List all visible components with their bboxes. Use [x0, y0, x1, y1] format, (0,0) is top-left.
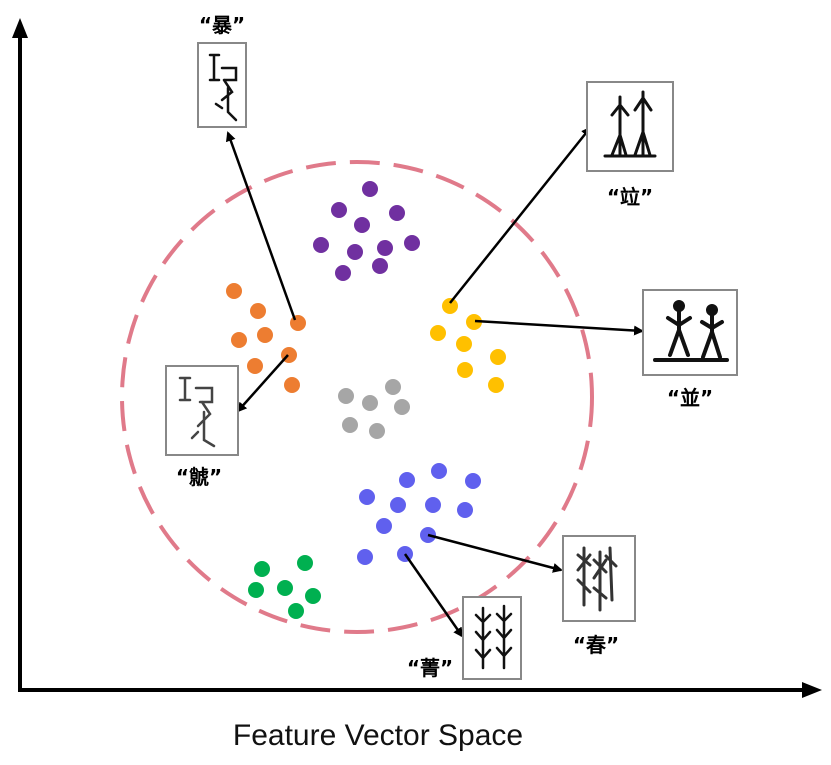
green-cluster-dot: [288, 603, 304, 619]
blue-cluster-dot: [457, 502, 473, 518]
orange-cluster-dot: [247, 358, 263, 374]
glyph-bing-image: [653, 300, 729, 362]
purple-cluster-dot: [372, 258, 388, 274]
y-axis-arrowhead: [12, 18, 28, 38]
glyph-jing-label: “菁”: [407, 656, 453, 680]
yellow-cluster-dot: [456, 336, 472, 352]
gray-cluster-dot: [342, 417, 358, 433]
glyph-bing-label: “並”: [667, 386, 713, 410]
gray-cluster-dot: [385, 379, 401, 395]
yellow-cluster-dot: [488, 377, 504, 393]
glyph-chun-image: [576, 546, 618, 612]
arrow-to-bing: [474, 319, 644, 336]
green-cluster-dot: [277, 580, 293, 596]
orange-cluster-dot: [231, 332, 247, 348]
blue-cluster-dot: [376, 518, 392, 534]
purple-cluster-dot: [389, 205, 405, 221]
green-cluster: [248, 555, 321, 619]
orange-cluster-dot: [290, 315, 306, 331]
orange-cluster-dot: [257, 327, 273, 343]
glyph-bing: “並”: [642, 289, 738, 410]
glyph-li-frame: [586, 81, 674, 172]
glyph-jing-image: [474, 604, 513, 670]
blue-cluster-dot: [390, 497, 406, 513]
purple-cluster-dot: [335, 265, 351, 281]
yellow-cluster-dot: [457, 362, 473, 378]
yellow-cluster-dot: [490, 349, 506, 365]
purple-cluster-dot: [347, 244, 363, 260]
glyph-li: “竝”: [586, 81, 674, 209]
orange-cluster-dot: [250, 303, 266, 319]
blue-cluster-dot: [357, 549, 373, 565]
gray-cluster-dot: [394, 399, 410, 415]
arrows: [225, 126, 644, 638]
gray-cluster-dot: [338, 388, 354, 404]
blue-cluster: [357, 463, 481, 565]
green-cluster-dot: [297, 555, 313, 571]
purple-cluster-dot: [331, 202, 347, 218]
yellow-cluster-dot: [430, 325, 446, 341]
arrow-to-xi: [236, 354, 289, 413]
orange-cluster-dot: [284, 377, 300, 393]
glyph-xi: “虩”: [165, 365, 239, 489]
glyph-bao: “暴”: [197, 13, 247, 128]
green-cluster-dot: [254, 561, 270, 577]
purple-cluster-dot: [377, 240, 393, 256]
glyph-chun: “春”: [562, 535, 636, 657]
diagram-caption: Feature Vector Space: [233, 719, 523, 752]
glyph-li-label: “竝”: [607, 185, 653, 209]
green-cluster-dot: [305, 588, 321, 604]
yellow-cluster-dot: [442, 298, 458, 314]
arrow-to-li: [449, 126, 592, 304]
purple-cluster-dot: [313, 237, 329, 253]
orange-cluster-dot: [226, 283, 242, 299]
arrow-to-jing: [403, 553, 464, 638]
glyph-jing: “菁”: [407, 596, 522, 680]
glyph-xi-label: “虩”: [176, 465, 222, 489]
glyph-chun-label: “春”: [573, 633, 619, 657]
arrow-to-bao: [225, 131, 297, 321]
gray-cluster-dot: [369, 423, 385, 439]
glyph-xi-image: [178, 376, 216, 448]
blue-cluster-dot: [399, 472, 415, 488]
glyph-xi-frame: [165, 365, 239, 456]
clusters: [226, 181, 506, 619]
glyph-bing-frame: [642, 289, 738, 376]
glyph-bao-image: [208, 53, 238, 122]
x-axis-arrowhead: [802, 682, 822, 698]
purple-cluster-dot: [354, 217, 370, 233]
blue-cluster-dot: [431, 463, 447, 479]
purple-cluster-dot: [362, 181, 378, 197]
blue-cluster-dot: [425, 497, 441, 513]
cluster-boundary-circle: [120, 160, 594, 634]
yellow-cluster-dot: [466, 314, 482, 330]
yellow-cluster: [430, 298, 506, 393]
glyph-bao-label: “暴”: [199, 13, 245, 37]
blue-cluster-dot: [465, 473, 481, 489]
orange-cluster: [226, 283, 306, 393]
blue-cluster-dot: [359, 489, 375, 505]
glyph-jing-frame: [462, 596, 522, 680]
purple-cluster: [313, 181, 420, 281]
glyph-li-image: [603, 90, 657, 158]
green-cluster-dot: [248, 582, 264, 598]
gray-cluster-dot: [362, 395, 378, 411]
glyph-bao-frame: [197, 42, 247, 128]
arrow-to-chun: [427, 533, 563, 573]
gray-cluster: [338, 379, 410, 439]
purple-cluster-dot: [404, 235, 420, 251]
